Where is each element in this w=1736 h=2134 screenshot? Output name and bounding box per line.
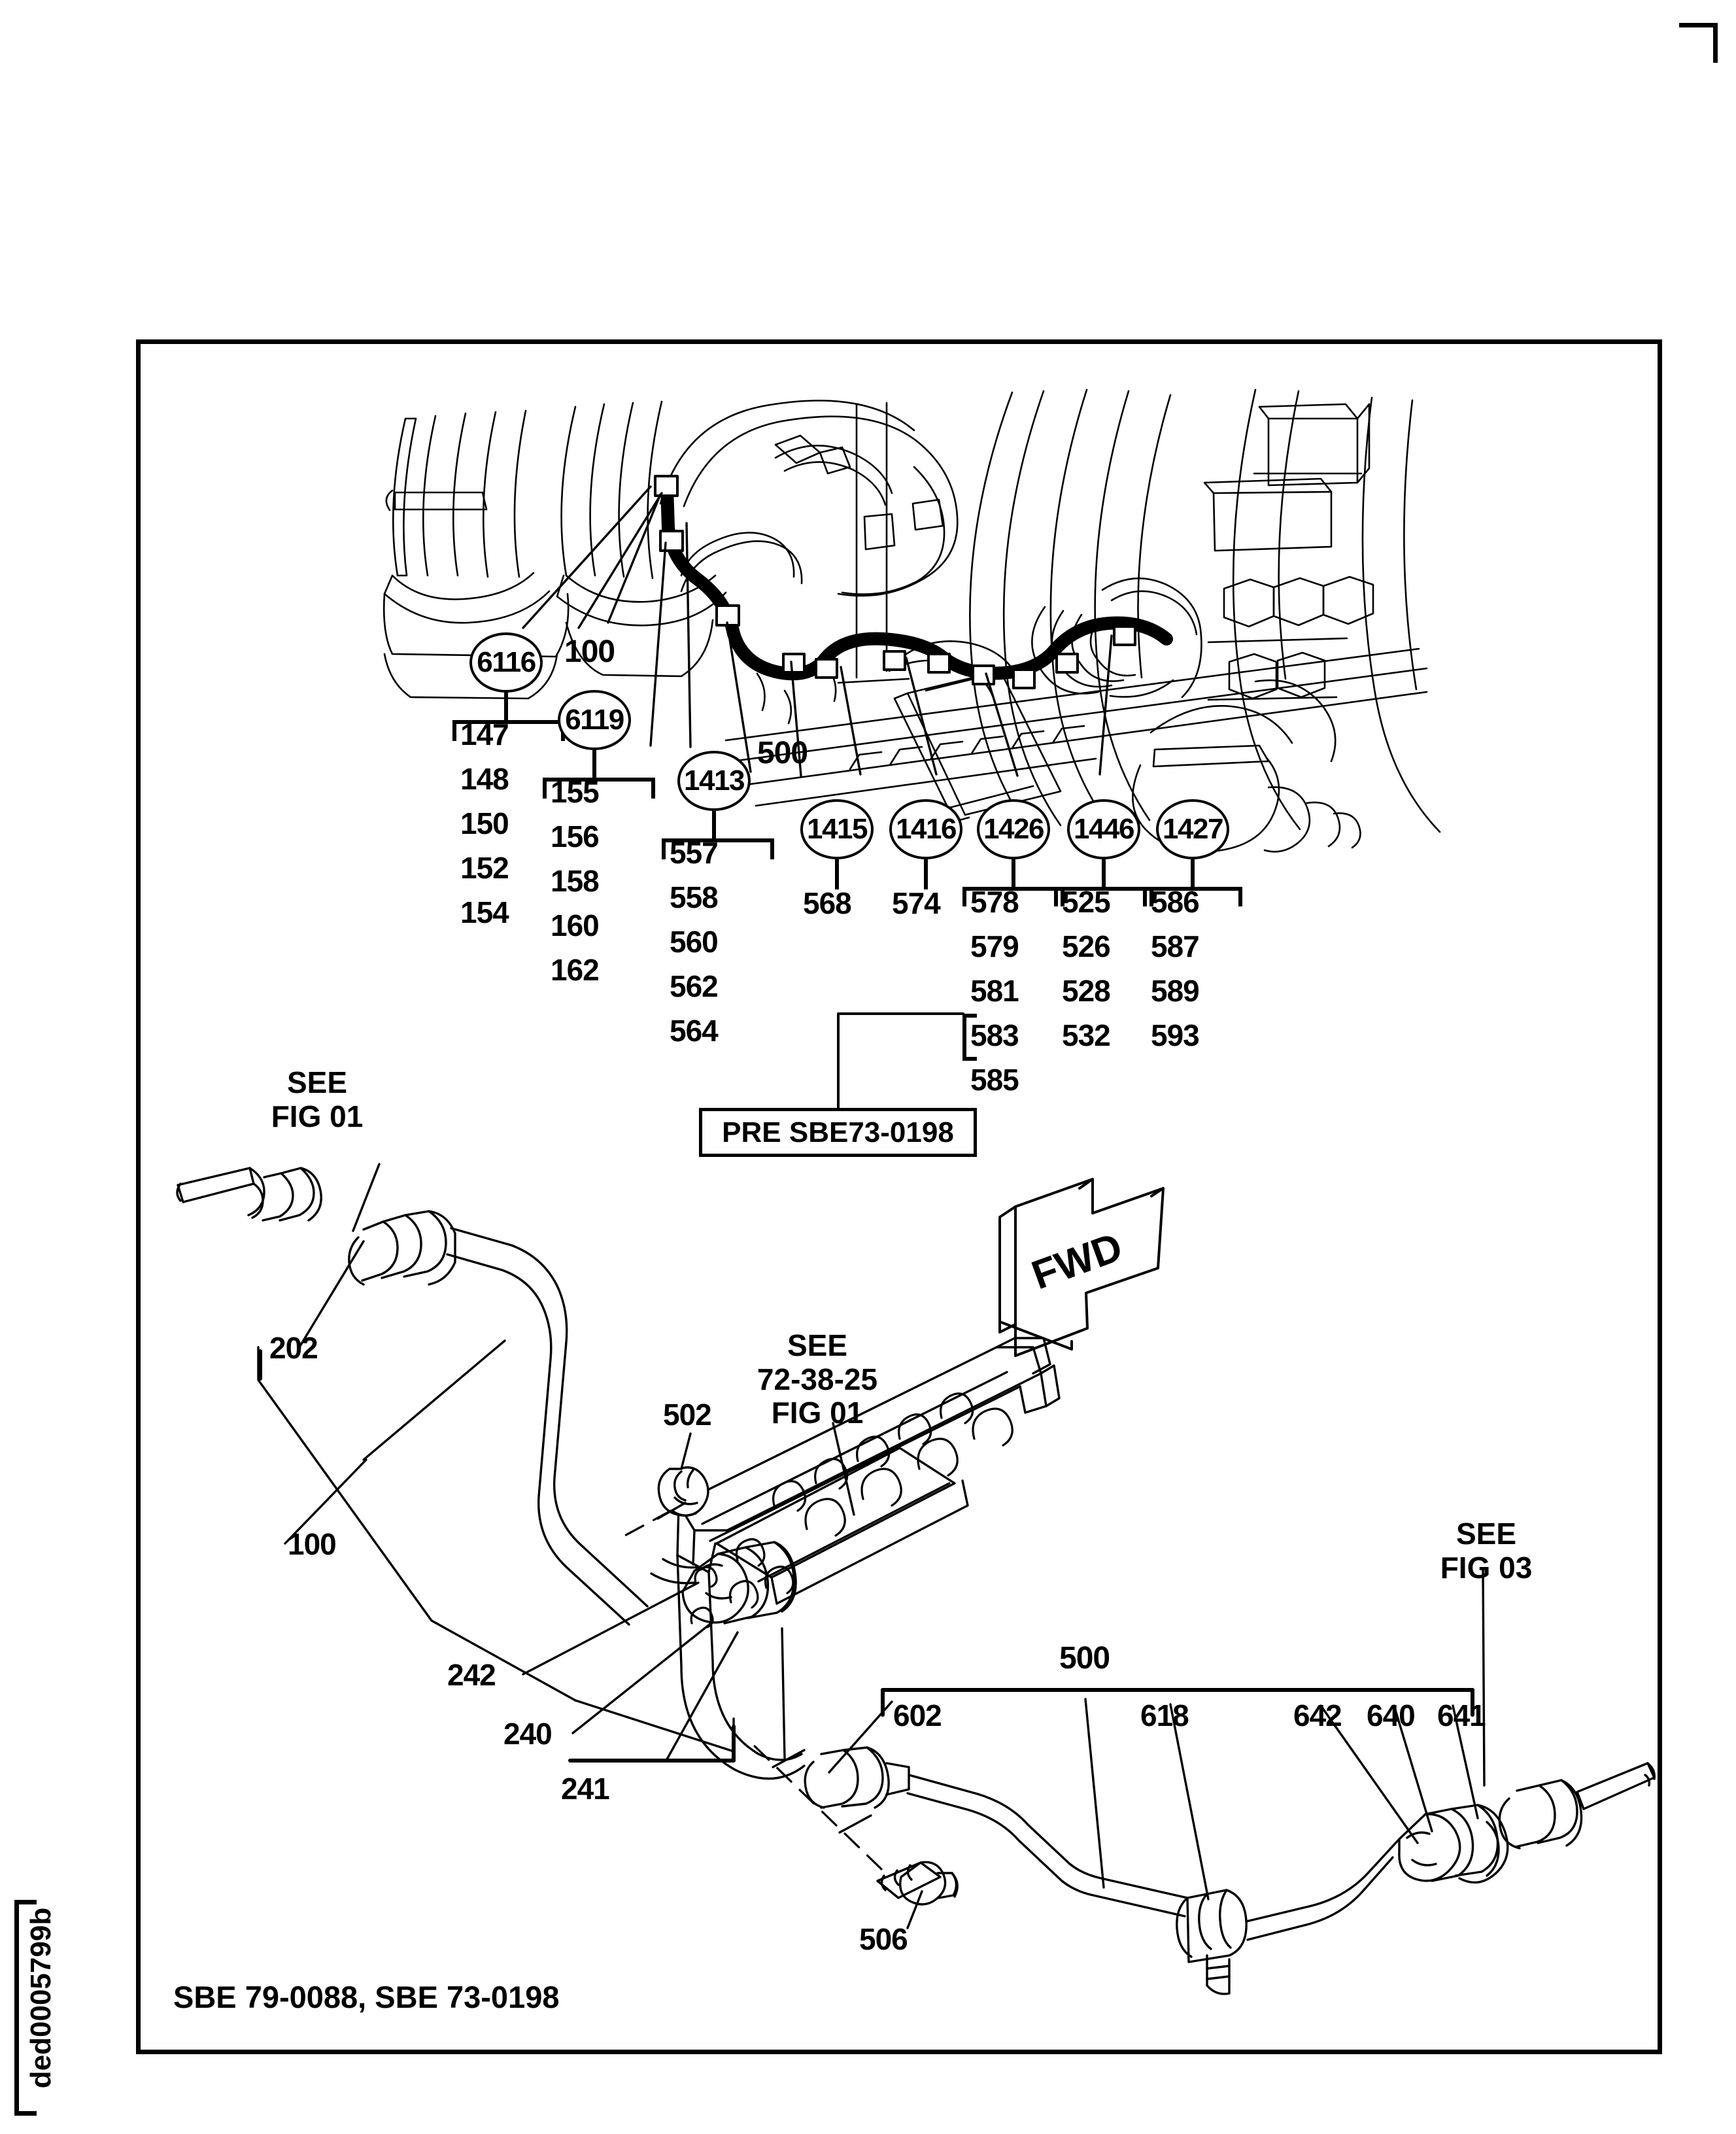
note-box-text: PRE SBE73-0198 xyxy=(722,1116,954,1148)
callout-stem-1446 xyxy=(1102,859,1106,889)
registration-corner-mark xyxy=(1679,23,1718,63)
figure-code-bracket xyxy=(14,1900,37,2116)
part-number-160[interactable]: 160 xyxy=(551,908,600,942)
part-number-587[interactable]: 587 xyxy=(1151,929,1200,963)
part-number-579[interactable]: 579 xyxy=(970,929,1019,963)
part-number-147[interactable]: 147 xyxy=(460,717,509,751)
see-ref-right-line2: FIG 03 xyxy=(1440,1550,1533,1585)
part-number-585[interactable]: 585 xyxy=(970,1063,1019,1097)
label-240[interactable]: 240 xyxy=(503,1717,553,1751)
part-number-526[interactable]: 526 xyxy=(1062,929,1111,963)
part-number-152[interactable]: 152 xyxy=(460,851,509,885)
label-241[interactable]: 241 xyxy=(561,1772,610,1806)
group-bracket-6119 xyxy=(543,778,655,799)
see-ref-center-line2: 72-38-25 xyxy=(757,1362,878,1396)
part-number-564[interactable]: 564 xyxy=(670,1014,719,1048)
callout-stem-1413 xyxy=(712,811,716,841)
callout-bubble-1416[interactable]: 1416 xyxy=(889,799,962,859)
callout-stem-1427 xyxy=(1191,859,1195,889)
figure-code-block: ded0005799b xyxy=(8,1900,57,2116)
note-box-pre-sbe[interactable]: PRE SBE73-0198 xyxy=(699,1108,977,1157)
part-number-593[interactable]: 593 xyxy=(1151,1018,1200,1052)
part-number-557[interactable]: 557 xyxy=(670,836,719,870)
part-number-528[interactable]: 528 xyxy=(1062,974,1111,1008)
callout-stem-1416 xyxy=(924,859,928,889)
part-number-581[interactable]: 581 xyxy=(970,974,1019,1008)
callout-stem-1426 xyxy=(1012,859,1015,889)
label-502[interactable]: 502 xyxy=(663,1398,712,1432)
part-number-589[interactable]: 589 xyxy=(1151,974,1200,1008)
callout-bubble-1426[interactable]: 1426 xyxy=(977,799,1050,859)
label-640[interactable]: 640 xyxy=(1367,1698,1416,1732)
see-ref-left-line1: SEE xyxy=(286,1065,348,1099)
part-number-586[interactable]: 586 xyxy=(1151,885,1200,919)
callout-bubble-1446[interactable]: 1446 xyxy=(1067,799,1140,859)
label-500-group[interactable]: 500 xyxy=(1059,1641,1110,1676)
part-number-568[interactable]: 568 xyxy=(803,886,852,920)
label-641[interactable]: 641 xyxy=(1437,1698,1486,1732)
label-202[interactable]: 202 xyxy=(269,1331,318,1365)
see-ref-72-38-25[interactable]: SEE 72-38-25 FIG 01 xyxy=(719,1328,915,1430)
part-number-158[interactable]: 158 xyxy=(551,864,600,898)
label-242[interactable]: 242 xyxy=(447,1658,496,1692)
see-ref-right-line1: SEE xyxy=(1455,1517,1517,1551)
callout-bubble-6116[interactable]: 6116 xyxy=(469,632,543,693)
label-100-top: 100 xyxy=(564,634,615,669)
part-number-155[interactable]: 155 xyxy=(551,775,600,809)
see-ref-left-line2: FIG 01 xyxy=(271,1099,364,1133)
label-642[interactable]: 642 xyxy=(1293,1698,1342,1732)
part-number-532[interactable]: 532 xyxy=(1062,1018,1111,1052)
side-bracket-583 xyxy=(962,1014,977,1061)
see-ref-fig01-left[interactable]: SEE FIG 01 xyxy=(242,1065,392,1133)
label-506[interactable]: 506 xyxy=(859,1922,908,1956)
callout-stem-1415 xyxy=(835,859,839,889)
group-bracket-1426 xyxy=(962,887,1064,906)
callout-stem-6116 xyxy=(504,693,508,723)
part-number-156[interactable]: 156 xyxy=(551,819,600,853)
part-number-558[interactable]: 558 xyxy=(670,880,719,914)
label-500-top: 500 xyxy=(757,736,808,770)
see-ref-center-line1: SEE xyxy=(787,1328,848,1362)
part-number-578[interactable]: 578 xyxy=(970,885,1019,919)
part-number-574[interactable]: 574 xyxy=(892,886,941,920)
part-number-162[interactable]: 162 xyxy=(551,953,600,987)
callout-bubble-6119[interactable]: 6119 xyxy=(558,690,631,750)
label-618[interactable]: 618 xyxy=(1140,1698,1189,1732)
see-ref-fig03[interactable]: SEE FIG 03 xyxy=(1418,1517,1555,1585)
label-602[interactable]: 602 xyxy=(893,1698,942,1732)
part-number-150[interactable]: 150 xyxy=(460,806,509,840)
group-bracket-1427 xyxy=(1143,887,1242,906)
figure-bottom-caption: SBE 79-0088, SBE 73-0198 xyxy=(173,1980,560,2014)
see-ref-center-line3: FIG 01 xyxy=(771,1396,864,1430)
callout-bubble-1413[interactable]: 1413 xyxy=(677,751,751,811)
callout-bubble-1415[interactable]: 1415 xyxy=(800,799,874,859)
part-number-560[interactable]: 560 xyxy=(670,925,719,959)
group-bracket-1446 xyxy=(1054,887,1153,906)
part-number-583[interactable]: 583 xyxy=(970,1018,1019,1052)
callout-bubble-1427[interactable]: 1427 xyxy=(1156,799,1229,859)
part-number-525[interactable]: 525 xyxy=(1062,885,1111,919)
group-bracket-1413 xyxy=(662,838,774,859)
part-number-148[interactable]: 148 xyxy=(460,762,509,796)
part-number-562[interactable]: 562 xyxy=(670,969,719,1003)
part-number-154[interactable]: 154 xyxy=(460,895,509,929)
callout-stem-6119 xyxy=(592,750,596,780)
label-100-lower[interactable]: 100 xyxy=(288,1527,337,1561)
